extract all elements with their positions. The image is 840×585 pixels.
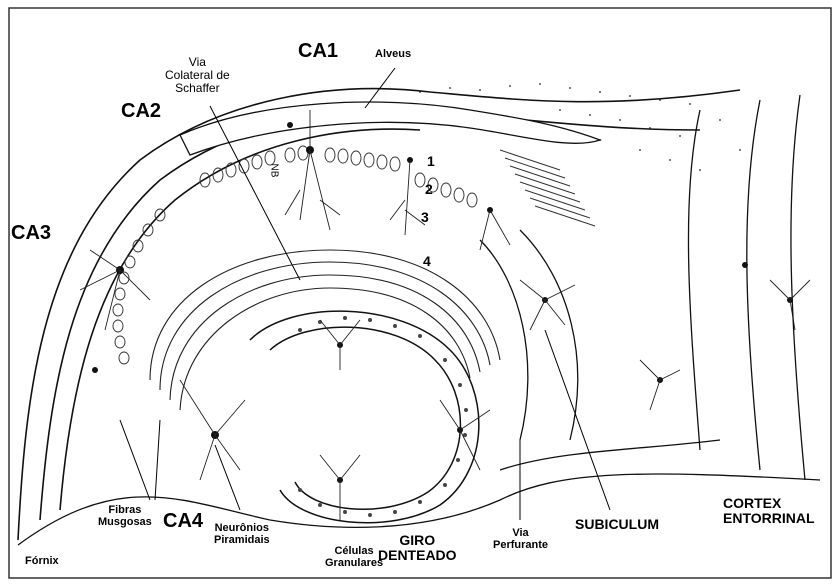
layer-1-label: 1	[427, 154, 435, 169]
granule-cells	[298, 316, 468, 517]
neuronios-piramidais-label: Neurônios Piramidais	[214, 522, 270, 546]
layer-2-label: 2	[425, 182, 433, 197]
ca3-label: CA3	[11, 222, 51, 244]
dentate-gyrus	[250, 311, 479, 523]
neuron-somata	[92, 122, 793, 483]
layer-4-label: 4	[423, 254, 431, 269]
cortex-entorrinal-label: CORTEX ENTORRINAL	[723, 496, 815, 527]
ca4-label: CA4	[163, 510, 203, 532]
layer-3-label: 3	[421, 210, 429, 225]
fibre-hatching	[500, 150, 595, 226]
subiculum-label: SUBICULUM	[575, 517, 659, 532]
via-perfurante-label: Via Perfurante	[493, 527, 548, 551]
schaffer-label: Via Colateral de Schaffer	[165, 56, 230, 96]
fibre-arcs	[150, 250, 500, 410]
celulas-granulares-label: Células Granulares	[325, 545, 383, 569]
ca1-label: CA1	[298, 40, 338, 62]
nb-label: NB	[268, 164, 279, 178]
fibras-musgosas-label: Fibras Musgosas	[98, 504, 152, 528]
alveus-label: Alveus	[375, 48, 411, 60]
ca2-label: CA2	[121, 100, 161, 122]
giro-denteado-label: GIRO DENTEADO	[378, 533, 457, 564]
fornix-label: Fórnix	[25, 555, 59, 567]
